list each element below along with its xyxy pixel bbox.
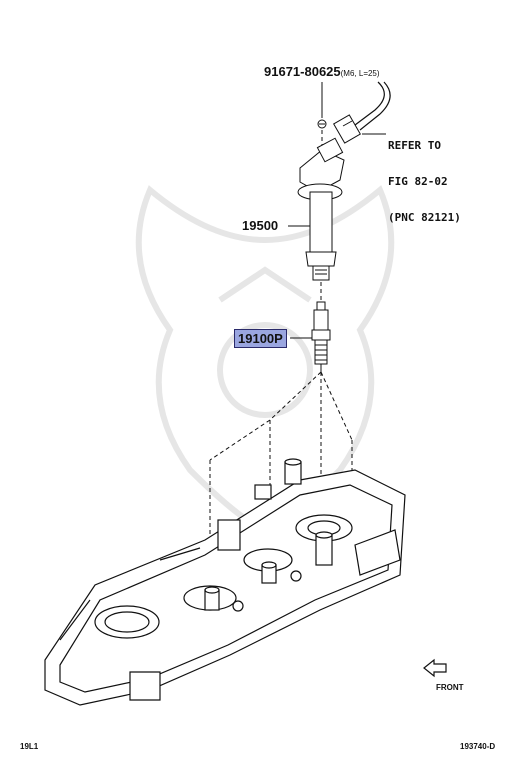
- coil-part-number: 19500: [242, 218, 279, 233]
- cylinder-head-cover: [44, 458, 406, 706]
- watermark-emblem: [135, 185, 395, 534]
- reference-note: REFER TO FIG 82-02 (PNC 82121): [388, 116, 461, 236]
- spark-plug: [311, 301, 331, 372]
- bolt-part-number: 91671-80625: [264, 64, 341, 79]
- wire-harness: [354, 81, 391, 131]
- plug-part-number: 19100P: [234, 329, 287, 348]
- bolt-icon: [317, 119, 327, 129]
- reference-line-2: FIG 82-02: [388, 175, 448, 188]
- bolt-part-label: 91671-80625(M6, L=25): [264, 64, 380, 79]
- connector-plug-icon: [333, 114, 361, 144]
- ignition-coil: [297, 137, 345, 281]
- front-direction-label: FRONT: [436, 683, 464, 692]
- reference-line-3: (PNC 82121): [388, 211, 461, 224]
- front-arrow-icon: [423, 658, 447, 678]
- bolt-spec: (M6, L=25): [340, 69, 380, 78]
- footer-left-code: 19L1: [20, 742, 39, 751]
- reference-line-1: REFER TO: [388, 139, 441, 152]
- footer-right-code: 193740-D: [460, 742, 496, 751]
